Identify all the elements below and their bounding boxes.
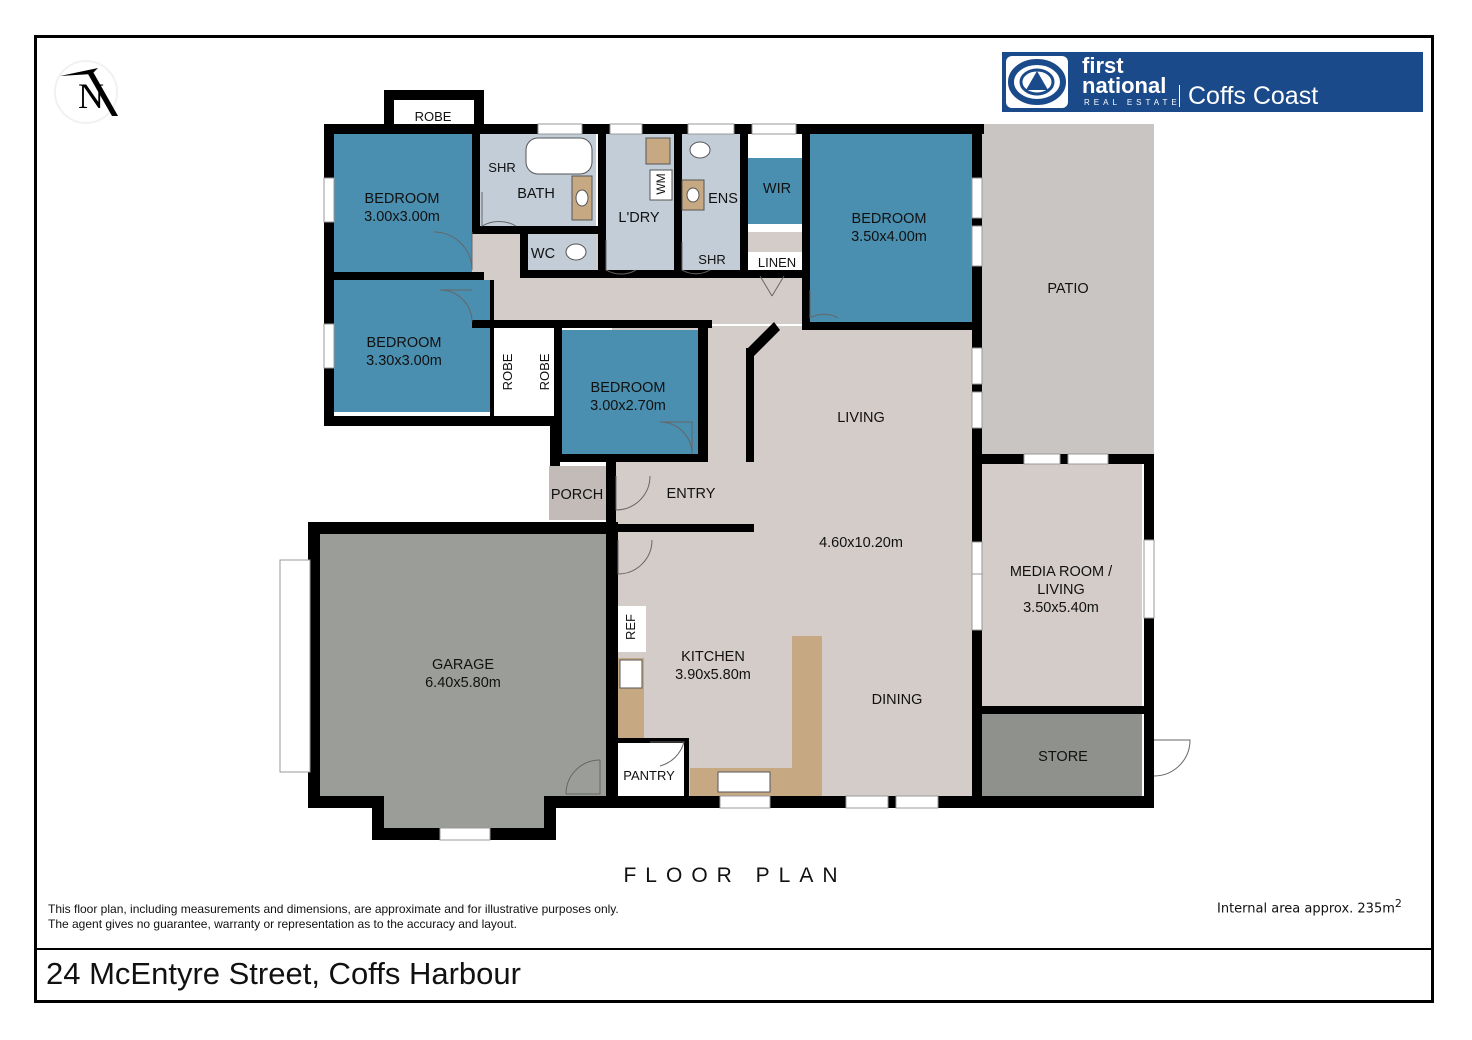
- garage-area: [318, 534, 608, 828]
- brand-logo: first national REAL ESTATE Coffs Coast: [1002, 52, 1423, 112]
- internal-area: Internal area approx. 235m2: [1217, 897, 1402, 916]
- north-letter: N: [78, 76, 104, 116]
- media-area: [982, 462, 1142, 706]
- disclaimer-line2: The agent gives no guarantee, warranty o…: [48, 917, 517, 931]
- bath-label: BATH: [517, 186, 555, 202]
- kitchen-island: [690, 636, 822, 796]
- media-size: 3.50x5.40m: [1023, 600, 1099, 616]
- bedroom2-area: [334, 280, 490, 412]
- ensuite-label: ENS: [708, 191, 738, 207]
- store-label: STORE: [1038, 749, 1088, 765]
- bedroom-main-size: 3.50x4.00m: [851, 229, 927, 245]
- bedroom1-label: BEDROOM: [364, 191, 440, 207]
- windows: [279, 123, 1155, 841]
- media-label-line2: LIVING: [1037, 582, 1085, 598]
- pantry-label: PANTRY: [623, 768, 675, 783]
- bedroom-main-area: [810, 134, 973, 322]
- robe-b-area: [530, 330, 556, 410]
- robe-top-label: ROBE: [414, 109, 452, 124]
- brand-emblem-icon: [1006, 56, 1068, 108]
- disclaimer: This floor plan, including measurements …: [48, 902, 619, 932]
- title-divider: [36, 948, 1434, 950]
- kitchen-size: 3.90x5.80m: [675, 667, 751, 683]
- brand-national: national: [1082, 73, 1167, 98]
- bath-shower-label: SHR: [488, 160, 516, 175]
- entry-label: ENTRY: [666, 486, 716, 502]
- bedroom3-area: [560, 330, 698, 454]
- bedroom2-label: BEDROOM: [366, 335, 442, 351]
- living-size: 4.60x10.20m: [819, 535, 903, 551]
- media-label-line1: MEDIA ROOM /: [1009, 564, 1113, 580]
- disclaimer-line1: This floor plan, including measurements …: [48, 902, 619, 916]
- bedroom-main-label: BEDROOM: [851, 211, 927, 227]
- bedroom1-area: [334, 134, 472, 272]
- dining-label: DINING: [871, 692, 923, 708]
- brand-office: Coffs Coast: [1188, 82, 1319, 110]
- wir-area: [748, 158, 802, 224]
- living-label: LIVING: [837, 410, 885, 426]
- garage-size: 6.40x5.80m: [425, 675, 501, 691]
- bedroom3-size: 3.00x2.70m: [590, 398, 666, 414]
- internal-area-unit-sup: 2: [1394, 897, 1402, 910]
- brand-first: first: [1082, 53, 1124, 78]
- pantry-area: [618, 742, 684, 796]
- robe-a-area: [494, 330, 520, 410]
- wc-label: WC: [530, 246, 556, 262]
- ensuite-shower-label: SHR: [698, 252, 726, 267]
- linen-label: LINEN: [757, 255, 797, 270]
- store-area: [982, 714, 1142, 796]
- brand-separator: [1179, 85, 1180, 107]
- fixtures: [525, 137, 771, 793]
- page-frame: [34, 35, 1434, 1003]
- door-swings: [433, 192, 1191, 795]
- robe-b-label: ROBE: [537, 353, 552, 391]
- bedroom3-label: BEDROOM: [590, 380, 666, 396]
- porch-label: PORCH: [550, 487, 604, 503]
- ref-area: [618, 606, 646, 652]
- internal-area-text: Internal area approx. 235m: [1217, 901, 1395, 917]
- north-arrow-icon: N: [54, 60, 118, 124]
- patio-area: [982, 124, 1154, 454]
- laundry-label: L'DRY: [618, 210, 660, 226]
- floor-plan-title: FLOOR PLAN: [623, 864, 847, 887]
- robe-a-label: ROBE: [500, 353, 515, 391]
- wir-label: WIR: [762, 181, 792, 197]
- bedroom1-size: 3.00x3.00m: [364, 209, 440, 225]
- brand-real-estate: REAL ESTATE: [1084, 98, 1181, 107]
- garage-label: GARAGE: [431, 657, 495, 673]
- fridge-label: REF: [623, 614, 638, 640]
- washing-machine-label: WM: [654, 173, 668, 195]
- kitchen-label: KITCHEN: [681, 649, 745, 665]
- porch-area: [549, 466, 607, 520]
- bedroom2-size: 3.30x3.00m: [366, 353, 442, 369]
- property-address: 24 McEntyre Street, Coffs Harbour: [46, 956, 521, 991]
- linen-area: [748, 252, 802, 274]
- patio-label: PATIO: [1047, 281, 1089, 297]
